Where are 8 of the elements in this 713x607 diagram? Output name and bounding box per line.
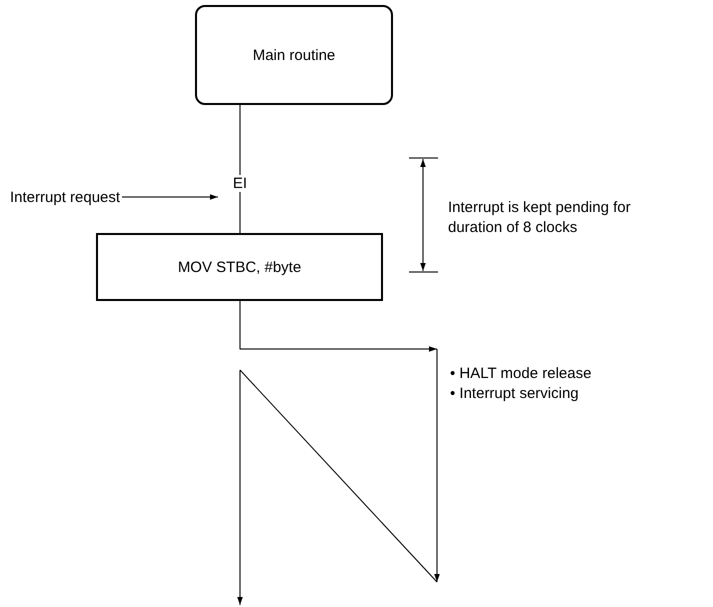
routine-box: Main routine	[195, 5, 393, 105]
interrupt-request-text: Interrupt request	[10, 187, 160, 207]
instruction-box: MOV STBC, #byte	[96, 233, 383, 301]
bullet-item: • HALT mode release	[450, 364, 592, 384]
bullet-item: • Interrupt servicing	[450, 384, 580, 404]
arrow	[240, 300, 438, 352]
note-text: Interrupt is kept pending for duration of 8 clocks	[448, 198, 632, 238]
arrow	[122, 194, 218, 200]
